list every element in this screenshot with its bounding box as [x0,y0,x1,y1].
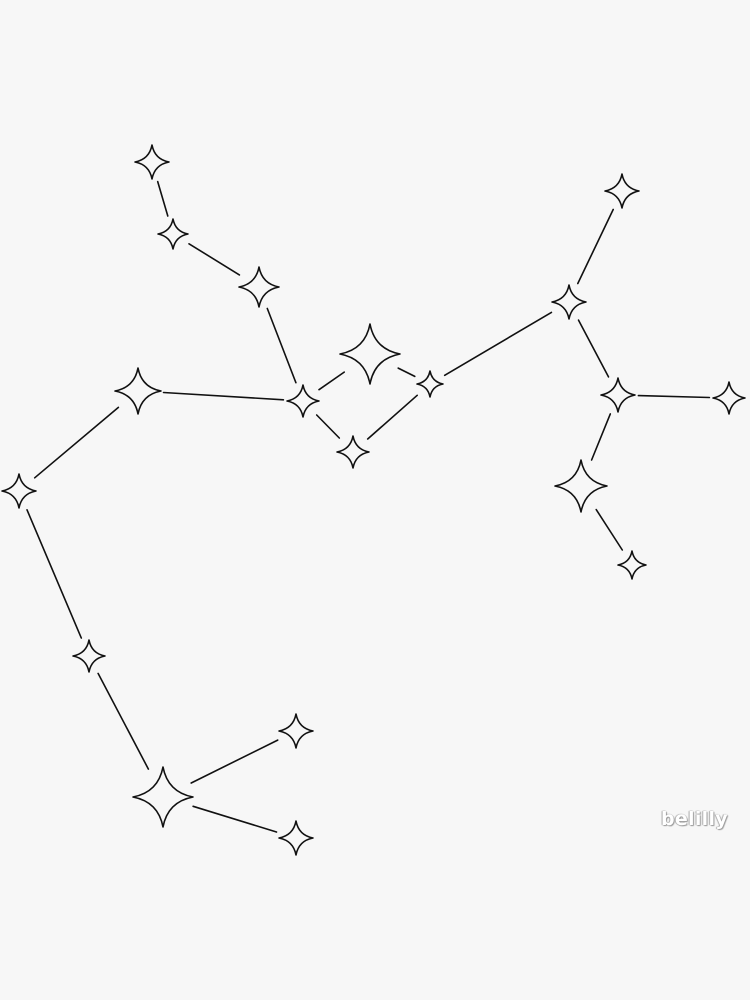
constellation-link-10 [576,208,615,285]
star-icon-16 [600,377,636,413]
star-icon-8 [336,435,370,469]
star-icon-6 [339,323,401,385]
star-icon-19 [617,550,647,580]
star-icon-4 [114,367,162,415]
constellation-link-6 [315,414,341,439]
constellation-link-8 [366,394,419,440]
artist-watermark: belilly [660,808,728,830]
constellation-link-9 [443,311,553,377]
star-icon-10 [72,639,106,673]
star-icon-12 [278,713,314,749]
constellation-link-15 [33,406,120,479]
constellation-link-17 [97,672,150,770]
constellation-link-2 [188,243,241,276]
star-icon-11 [132,766,194,828]
constellation-link-18 [190,739,279,784]
constellation-link-11 [577,319,610,378]
constellation-link-7 [397,367,416,378]
star-icon-1 [134,144,170,180]
constellation-link-16 [26,508,83,639]
constellation-link-13 [590,413,612,461]
star-icon-9 [1,473,37,509]
constellation-link-4 [162,391,285,401]
constellation-link-1 [156,180,169,217]
star-icon-3 [238,266,280,308]
constellation-link-3 [266,307,297,384]
star-icon-18 [554,459,608,513]
constellation-link-12 [637,394,711,399]
star-icon-17 [712,381,746,415]
constellation-link-14 [595,508,624,551]
star-icon-2 [157,218,189,250]
constellation-link-5 [318,371,346,391]
star-icon-7 [416,370,444,398]
constellation-link-19 [192,805,278,833]
star-icon-13 [278,820,314,856]
star-icon-14 [604,173,640,209]
star-icon-15 [551,284,587,320]
star-icon-5 [286,384,320,418]
